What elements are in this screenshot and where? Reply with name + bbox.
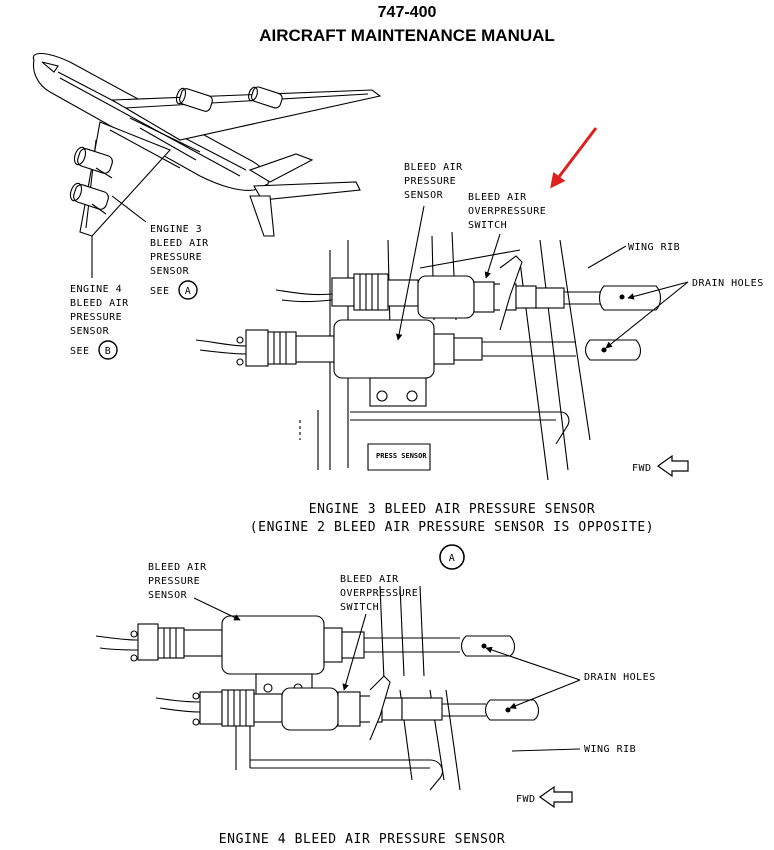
- fwd-arrow-icon: [656, 454, 689, 478]
- view-a-ref-circle: [178, 280, 198, 300]
- sensor-label-a: PRESSURE: [404, 176, 456, 187]
- engine-3-label-line: PRESSURE: [150, 252, 202, 263]
- view-a-caption-note: (ENGINE 2 BLEED AIR PRESSURE SENSOR IS O…: [250, 520, 654, 535]
- view-a-ref-letter: A: [185, 286, 192, 297]
- view-b-labels: BLEED AIR PRESSURE SENSOR BLEED AIR OVER…: [148, 562, 656, 847]
- view-a-labels: BLEED AIR PRESSURE SENSOR BLEED AIR OVER…: [250, 162, 764, 570]
- airplane-overview: [32, 52, 382, 278]
- engine-3-nacelle: [73, 146, 113, 174]
- press-sensor-placard-text: PRESS SENSOR: [376, 452, 427, 460]
- wing-rib-label-b: WING RIB: [584, 744, 636, 755]
- leader-drain-b2: [509, 679, 581, 709]
- red-attention-arrow-icon: [550, 127, 598, 189]
- engine-nacelle: [175, 87, 213, 112]
- drain-tube: [484, 699, 540, 721]
- leader-sensor-a: [395, 205, 425, 341]
- drain-holes-label-a: DRAIN HOLES: [692, 278, 764, 289]
- leader-wing-rib-b: [511, 748, 581, 752]
- switch-label-b: OVERPRESSURE: [340, 588, 418, 599]
- sensor-label-b: PRESSURE: [148, 576, 200, 587]
- engine-3-see-text: SEE: [150, 286, 170, 297]
- leader-drain-b1: [485, 646, 581, 681]
- fwd-label-a: FWD: [632, 463, 652, 474]
- leader-switch-a: [484, 233, 501, 279]
- view-b-illustration: [95, 585, 581, 791]
- drain-tube: [584, 339, 642, 361]
- pressure-sensor-connector: [95, 623, 223, 662]
- engine-4-label-line: SENSOR: [70, 326, 110, 337]
- engine-4-callout: ENGINE 4 BLEED AIR PRESSURE SENSOR SEE B: [70, 284, 129, 360]
- engine-4-nacelle: [69, 182, 109, 210]
- engine-4-see-text: SEE: [70, 346, 90, 357]
- pressure-sensor-body: [333, 319, 576, 407]
- engine-4-label-line: PRESSURE: [70, 312, 122, 323]
- wing-rib-label-a: WING RIB: [628, 242, 680, 253]
- engine-3-label-line: BLEED AIR: [150, 238, 209, 249]
- engine-3-label-line: SENSOR: [150, 266, 190, 277]
- drain-tube: [460, 635, 516, 657]
- engine-4-label-line: ENGINE 4: [70, 284, 122, 295]
- switch-label-a: OVERPRESSURE: [468, 206, 546, 217]
- view-b-ref-letter: B: [105, 346, 112, 357]
- sensor-label-a: BLEED AIR: [404, 162, 463, 173]
- view-a-circle-letter: A: [449, 553, 456, 564]
- view-a-caption: ENGINE 3 BLEED AIR PRESSURE SENSOR: [309, 502, 596, 517]
- switch-label-b: BLEED AIR: [340, 574, 399, 585]
- switch-label-a: SWITCH: [468, 220, 507, 231]
- drain-holes-label-b: DRAIN HOLES: [584, 672, 656, 683]
- engine-4-label-line: BLEED AIR: [70, 298, 129, 309]
- switch-label-a: BLEED AIR: [468, 192, 527, 203]
- aircraft-model: 747-400: [377, 4, 437, 21]
- wing-structure: [235, 585, 461, 791]
- sensor-label-a: SENSOR: [404, 190, 444, 201]
- view-a-circle-marker: [439, 544, 465, 570]
- sensor-label-b: SENSOR: [148, 590, 188, 601]
- fwd-arrow-icon: [538, 785, 573, 809]
- engine-3-callout: ENGINE 3 BLEED AIR PRESSURE SENSOR SEE A: [150, 224, 209, 300]
- switch-label-b: SWITCH: [340, 602, 379, 613]
- leader-sensor-b: [193, 597, 241, 621]
- leader-engine-3: [111, 195, 147, 223]
- leader-wing-rib-a: [587, 245, 627, 269]
- view-a-illustration: [195, 205, 689, 481]
- leader-switch-b: [342, 613, 367, 691]
- switch-electrical-connector: [155, 689, 283, 727]
- overpressure-switch-body: [417, 255, 600, 331]
- view-b-caption: ENGINE 4 BLEED AIR PRESSURE SENSOR: [219, 832, 506, 847]
- fwd-label-b: FWD: [516, 794, 536, 805]
- switch-electrical-connector: [275, 273, 419, 311]
- pressure-sensor-connector: [195, 329, 335, 367]
- leader-drain-a2: [605, 281, 689, 349]
- pressure-sensor-body: [221, 615, 460, 699]
- engine-3-label-line: ENGINE 3: [150, 224, 202, 235]
- airplane-icon: [32, 52, 382, 237]
- leader-drain-a1: [627, 281, 689, 300]
- sensor-label-b: BLEED AIR: [148, 562, 207, 573]
- manual-title: AIRCRAFT MAINTENANCE MANUAL: [259, 26, 555, 45]
- press-sensor-placard: [367, 443, 431, 471]
- view-b-ref-circle: [98, 340, 118, 360]
- overpressure-switch-body: [281, 675, 486, 741]
- engine-nacelle: [248, 86, 283, 109]
